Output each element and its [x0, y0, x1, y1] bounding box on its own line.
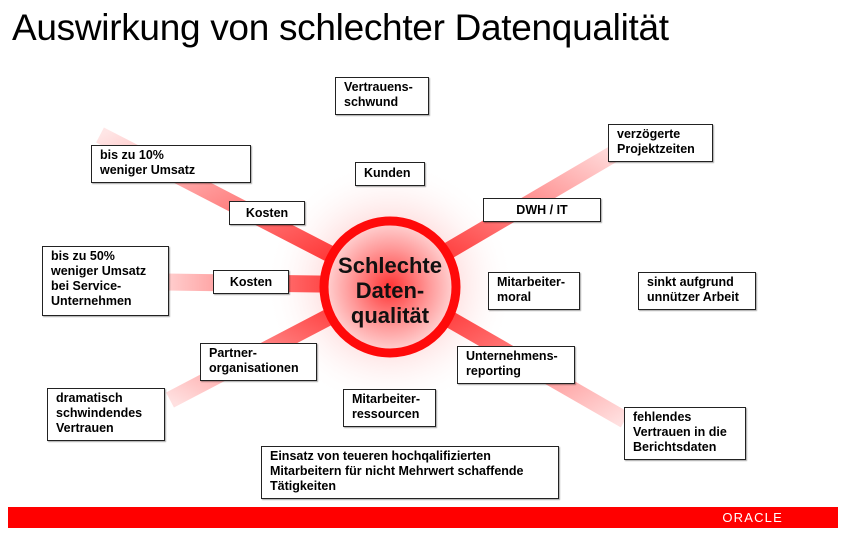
effect-box-vertrauensschwund: Vertrauens- schwund — [335, 77, 429, 115]
category-box-kosten-umsatz: Kosten — [229, 201, 305, 225]
category-box-unternehmensreporting: Unternehmens- reporting — [457, 346, 575, 384]
effect-box-teure-mitarbeiter: Einsatz von teueren hochqalifizierten Mi… — [261, 446, 559, 499]
category-box-partnerorganisationen: Partner- organisationen — [200, 343, 317, 381]
category-box-kosten-service: Kosten — [213, 270, 289, 294]
hub-label: Schlechte Daten- qualität — [338, 253, 442, 328]
category-box-mitarbeitermoral: Mitarbeiter- moral — [488, 272, 580, 310]
category-box-kunden: Kunden — [355, 162, 425, 186]
category-box-mitarbeiterressourcen: Mitarbeiter- ressourcen — [343, 389, 436, 427]
effect-box-projektzeiten: verzögerte Projektzeiten — [608, 124, 713, 162]
category-box-dwh-it: DWH / IT — [483, 198, 601, 222]
hub-circle — [319, 216, 461, 358]
effect-box-unnuetze-arbeit: sinkt aufgrund unnützer Arbeit — [638, 272, 756, 310]
effect-box-10-prozent: bis zu 10% weniger Umsatz — [91, 145, 251, 183]
footer-bar: ORACLE — [8, 507, 838, 528]
oracle-logo: ORACLE — [722, 510, 783, 525]
slide-title: Auswirkung von schlechter Datenqualität — [12, 7, 669, 48]
effect-box-berichtsdaten: fehlendes Vertrauen in die Berichtsdaten — [624, 407, 746, 460]
effect-box-50-prozent: bis zu 50% weniger Umsatz bei Service- U… — [42, 246, 169, 316]
effect-box-schwindendes-vertrauen: dramatisch schwindendes Vertrauen — [47, 388, 165, 441]
